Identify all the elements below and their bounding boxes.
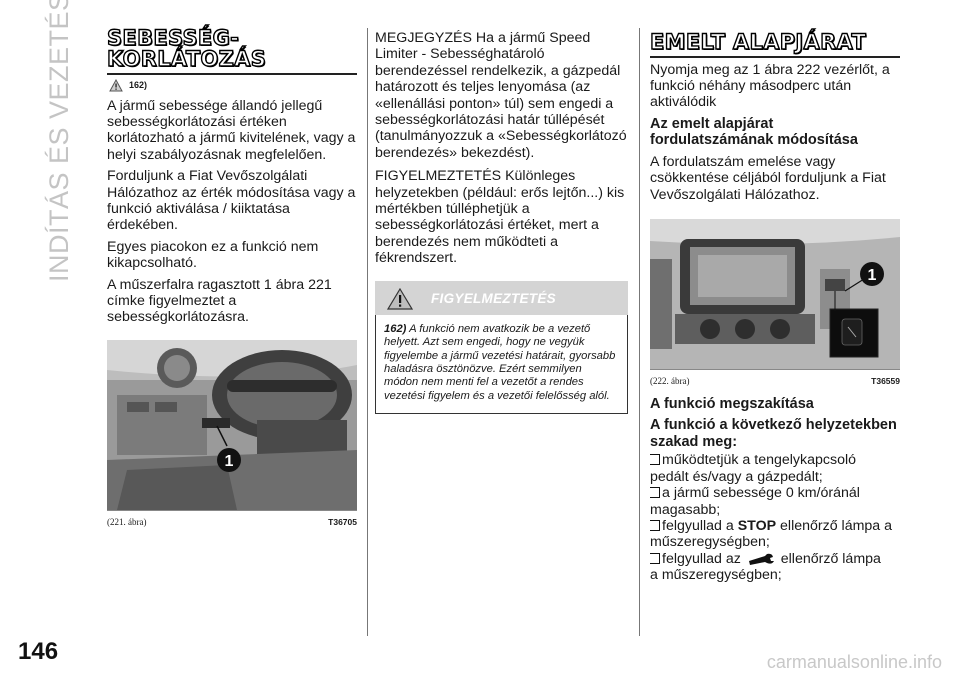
paragraph: A jármű sebessége állandó jellegű sebess… (107, 97, 356, 163)
bullet-marker-icon (650, 552, 660, 564)
warning-triangle-icon (387, 287, 413, 310)
bullet-marker-icon (650, 520, 660, 532)
paragraph: Egyes piacokon ez a funkció nem kikapcso… (107, 238, 319, 272)
chapter-side-title: INDÍTÁS ÉS VEZETÉS (44, 0, 74, 282)
console-illustration: 1 (650, 218, 900, 369)
figure-caption-222: (222. ábra)T36559 (650, 375, 900, 386)
paragraph-note: MEGJEGYZÉS Ha a jármű Speed Limiter - Se… (375, 30, 627, 161)
paragraph: A műszerfalra ragasztott 1 ábra 221 címk… (107, 276, 332, 326)
warning-box-body: 162) A funkció nem avatkozik be a vezető… (375, 314, 628, 415)
heading-rule (650, 56, 900, 58)
figure-221-dashboard-photo: 1 (107, 339, 357, 511)
figure-callout-1: 1 (225, 453, 234, 470)
bullet-marker-icon (650, 487, 660, 499)
warning-triangle-icon (109, 78, 123, 91)
heading-rule (107, 73, 357, 75)
watermark: carmanualsonline.info (766, 652, 942, 672)
paragraph-warning: FIGYELMEZTETÉS Különleges helyzetekben (… (375, 168, 625, 267)
subheading: Az emelt alapjárat fordulatszámának módo… (650, 115, 858, 149)
column-notes: MEGJEGYZÉS Ha a jármű Speed Limiter - Se… (375, 30, 628, 415)
warning-box-header: FIGYELMEZTETÉS (375, 280, 628, 315)
section-heading-raised-idle: EMELT ALAPJÁRAT (649, 30, 867, 54)
column-speed-limitation: SEBESSÉG-KORLÁTOZÁS 162) A jármű sebessé… (106, 26, 357, 527)
paragraph: Nyomja meg az 1 ábra 222 vezérlőt, a fun… (650, 61, 890, 111)
wrench-warning-light-icon (748, 553, 774, 565)
paragraph: A fordulatszám emelése vagy csökkentése … (650, 153, 886, 203)
warning-reference: 162) (109, 78, 357, 92)
column-divider-2 (639, 28, 640, 636)
section-heading-speed-limit: SEBESSÉG-KORLÁTOZÁS (106, 26, 267, 71)
figure-caption-221: (221. ábra)T36705 (107, 516, 357, 527)
warning-ref-number: 162) (129, 80, 148, 90)
subheading: A funkció a következő helyzetekben szaka… (650, 417, 897, 450)
column-raised-idle: EMELT ALAPJÁRAT Nyomja meg az 1 ábra 222… (649, 30, 900, 584)
paragraph: Forduljunk a Fiat Vevőszolgálati Hálózat… (107, 168, 356, 234)
column-divider-1 (367, 28, 368, 636)
bullet-marker-icon (650, 454, 660, 466)
warning-box-title: FIGYELMEZTETÉS (431, 290, 556, 306)
warning-box: FIGYELMEZTETÉS 162) A funkció nem avatko… (375, 280, 628, 415)
dashboard-illustration: 1 (107, 339, 357, 510)
subheading: A funkció megszakítása (650, 395, 814, 412)
page-number: 146 (18, 638, 59, 665)
figure-222-console-photo: 1 (650, 218, 900, 370)
figure-callout-1: 1 (868, 267, 877, 284)
